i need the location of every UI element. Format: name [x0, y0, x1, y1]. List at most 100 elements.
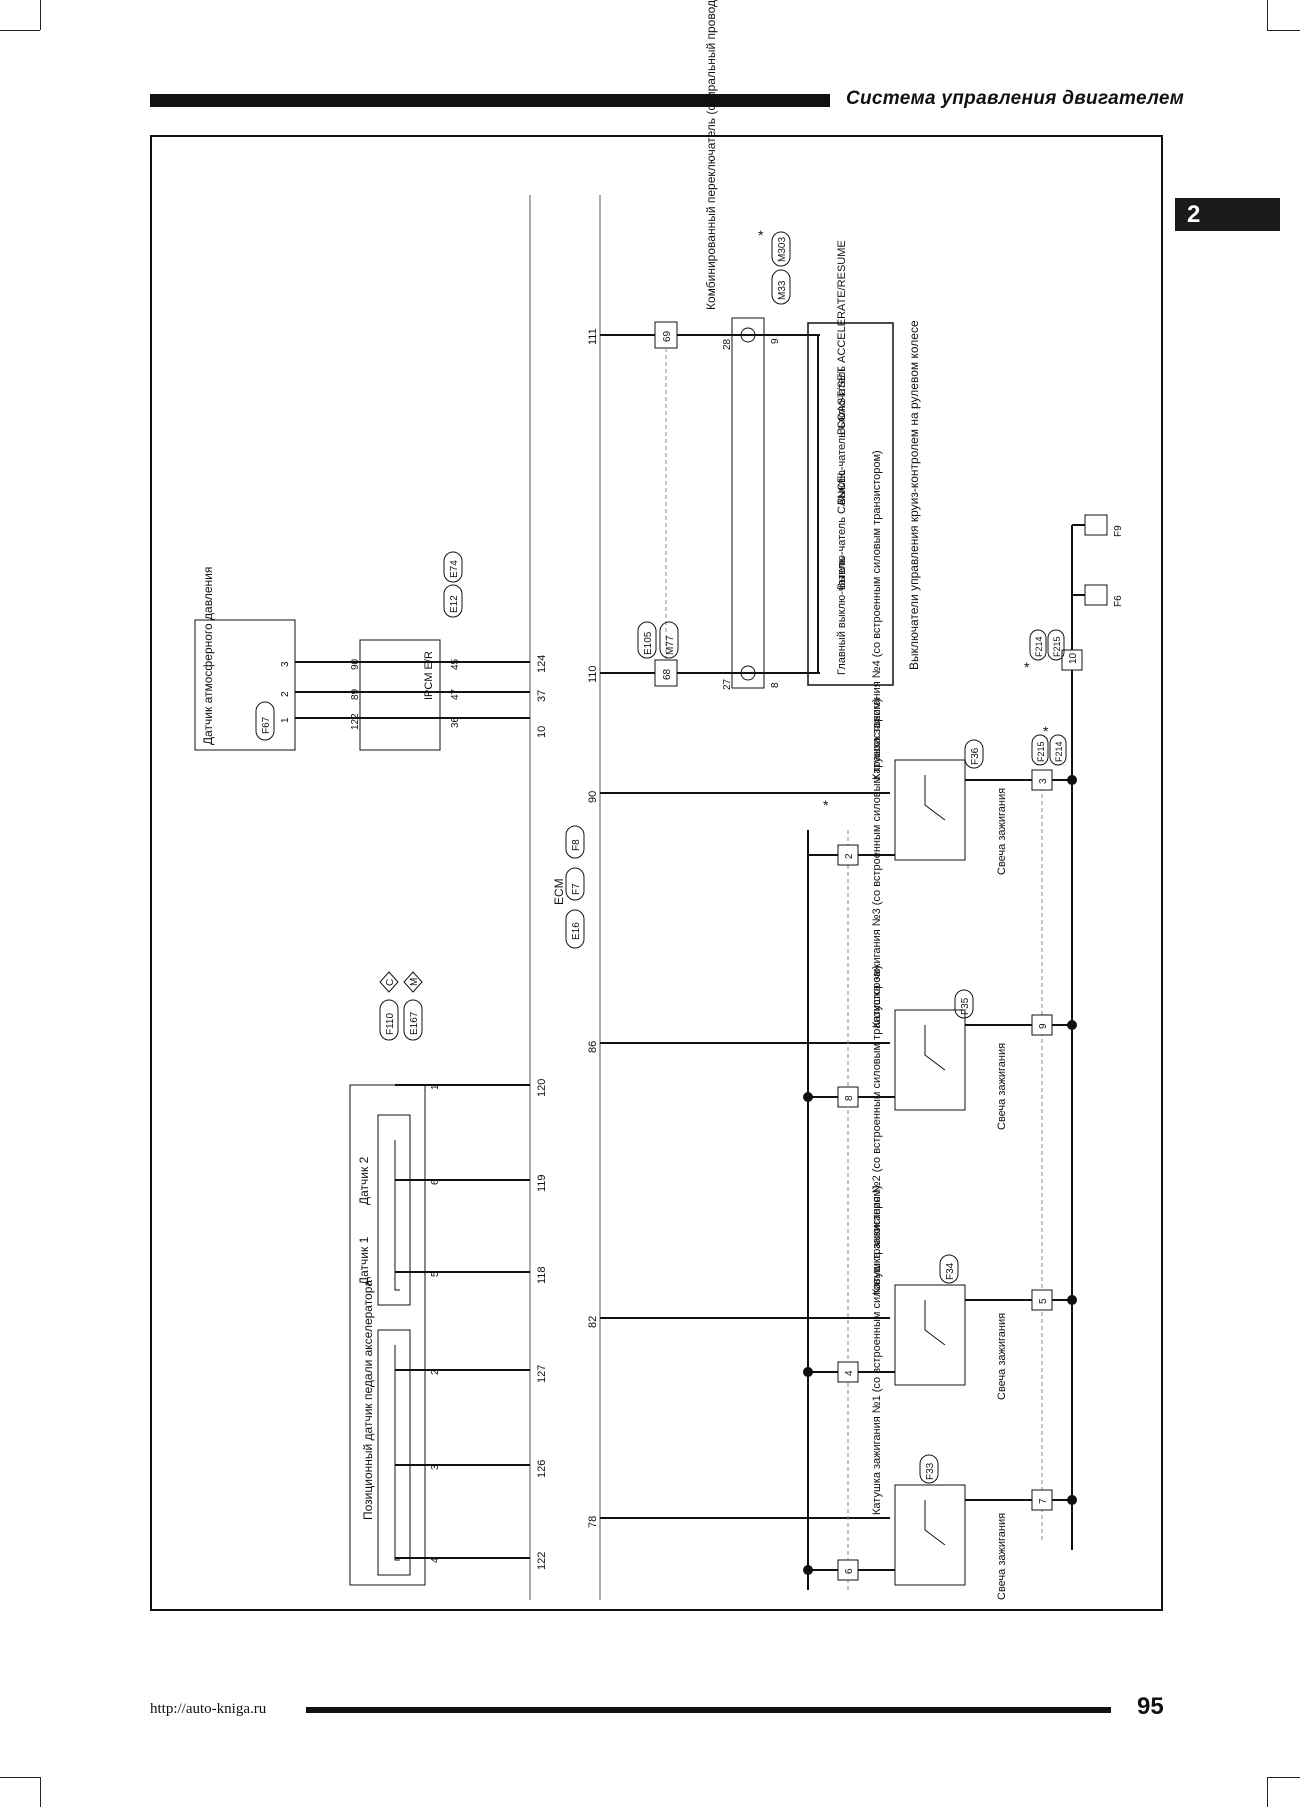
svg-text:3: 3 [430, 1464, 441, 1470]
svg-text:6: 6 [844, 1568, 855, 1574]
svg-text:F36: F36 [970, 747, 981, 765]
svg-text:*: * [758, 227, 764, 243]
svg-text:M303: M303 [777, 237, 788, 262]
baro-connector [255, 701, 275, 741]
svg-text:C: C [385, 979, 396, 986]
svg-text:6: 6 [430, 1179, 441, 1185]
sensor2-label: Датчик 2 [357, 1156, 371, 1205]
combo-switch-title: Комбинированный переключатель (спиральны… [704, 0, 718, 310]
svg-text:82: 82 [587, 1316, 599, 1328]
svg-text:10: 10 [1068, 652, 1079, 664]
svg-text:2: 2 [430, 1369, 441, 1375]
svg-text:2: 2 [844, 853, 855, 859]
svg-text:124: 124 [536, 655, 548, 673]
footer-rule [306, 1707, 1111, 1713]
svg-text:Датчик 2: Датчик 2 [357, 1156, 371, 1205]
svg-text:IPCM E/R: IPCM E/R [423, 651, 435, 700]
baro-sensor-title: Датчик атмосферного давления [201, 567, 215, 745]
combo-switch-connectors: M33 M303 * [758, 227, 791, 305]
svg-text:1: 1 [280, 717, 291, 723]
crop-mark [0, 30, 40, 31]
svg-text:*: * [1024, 659, 1030, 675]
svg-text:F110: F110 [385, 1013, 396, 1035]
cruise-switches-title: Выключатели управления круиз-контролем н… [907, 320, 921, 670]
svg-text:F9: F9 [1113, 525, 1124, 537]
spiral-cable-symbols [740, 327, 756, 681]
svg-text:45: 45 [450, 658, 461, 670]
sensor1-resistor [394, 1140, 400, 1291]
cruise-switch-items: Главный выклю-чатель Выклю-чатель CANCEL… [836, 240, 848, 675]
svg-text:Выклю-чатель CANCEL: Выклю-чатель CANCEL [836, 469, 848, 590]
svg-text:Выклю-чатель COAST/SET: Выклю-чатель COAST/SET [836, 366, 848, 505]
footer-url[interactable]: http://auto-kniga.ru [150, 1701, 267, 1717]
accel-sensor-box [349, 1084, 426, 1586]
svg-text:E167: E167 [409, 1011, 420, 1035]
accel-sensor-connectors: F110 E167 C M [379, 971, 423, 1041]
chapter-tab: 2 [1175, 198, 1280, 231]
accel-pin-labels: 4 3 2 5 6 1 [430, 1084, 441, 1563]
svg-text:Свеча зажигания: Свеча зажигания [996, 788, 1008, 875]
sensor1-box [377, 1114, 411, 1306]
svg-text:Датчик 1: Датчик 1 [357, 1236, 371, 1285]
svg-text:F6: F6 [1113, 595, 1124, 607]
svg-text:Катушка зажигания №2 (со встро: Катушка зажигания №2 (со встроенным сило… [871, 965, 883, 1295]
svg-text:F215: F215 [1052, 636, 1062, 657]
svg-text:118: 118 [536, 1266, 548, 1284]
baro-connector-label: F67 [261, 716, 272, 734]
crop-mark [1267, 1777, 1268, 1807]
svg-text:M33: M33 [777, 280, 788, 300]
svg-text:F34: F34 [945, 1262, 956, 1280]
svg-text:8: 8 [770, 682, 781, 688]
baro-pin-labels: 1 2 3 122 89 90 36 47 45 [280, 658, 461, 730]
svg-text:122: 122 [536, 1552, 548, 1570]
svg-text:126: 126 [536, 1460, 548, 1478]
svg-text:7: 7 [1038, 1498, 1049, 1504]
ground-symbols: F6 F9 [1071, 514, 1124, 607]
crop-mark [40, 1777, 41, 1807]
joint-connectors: 6 7 4 5 8 9 2 3 10 [837, 649, 1083, 1581]
ipdm-label: IPCM E/R [423, 651, 435, 700]
ipdm-connectors: E12 E74 [443, 551, 463, 618]
ecm-top-pin-labels: 122 126 127 118 119 120 10 37 124 [536, 655, 548, 1570]
cruise-switch-box [807, 322, 894, 686]
svg-text:4: 4 [844, 1370, 855, 1376]
page-number: 95 [1137, 1693, 1164, 1720]
svg-text:86: 86 [587, 1041, 599, 1053]
crop-mark [40, 0, 41, 30]
svg-text:F8: F8 [571, 839, 582, 851]
svg-text:F67: F67 [261, 716, 272, 734]
svg-text:F33: F33 [925, 1462, 936, 1480]
svg-text:110: 110 [587, 665, 599, 683]
svg-text:Комбинированный переключатель: Комбинированный переключатель (спиральны… [704, 0, 718, 310]
page-title: Система управления двигателем [846, 88, 1185, 109]
svg-text:37: 37 [536, 690, 548, 702]
svg-text:1: 1 [430, 1084, 441, 1090]
svg-text:27: 27 [722, 678, 733, 690]
svg-text:36: 36 [450, 716, 461, 728]
svg-text:8: 8 [844, 1095, 855, 1101]
svg-text:9: 9 [1038, 1023, 1049, 1029]
svg-text:68: 68 [662, 668, 673, 680]
joint-connector-labels: F215 F214 F214 F215 * * * [823, 629, 1067, 813]
svg-text:E12: E12 [449, 595, 460, 613]
svg-text:3: 3 [1038, 778, 1049, 784]
svg-text:127: 127 [536, 1365, 548, 1383]
svg-text:Катушка зажигания №3 (со встро: Катушка зажигания №3 (со встроенным сило… [871, 698, 883, 1028]
svg-text:F214: F214 [1054, 741, 1064, 762]
baro-wires [295, 661, 530, 719]
svg-text:*: * [823, 797, 829, 813]
svg-text:Датчик атмосферного давления: Датчик атмосферного давления [201, 567, 215, 745]
svg-text:89: 89 [350, 688, 361, 700]
svg-text:9: 9 [770, 338, 781, 344]
svg-text:47: 47 [450, 688, 461, 700]
crop-mark [1267, 0, 1268, 30]
accel-wires [395, 1084, 530, 1559]
svg-text:4: 4 [430, 1557, 441, 1563]
crop-mark [1267, 1777, 1300, 1778]
svg-text:Свеча зажигания: Свеча зажигания [996, 1313, 1008, 1400]
svg-text:Позиционный датчик педали аксе: Позиционный датчик педали акселератора [361, 1280, 375, 1520]
sensor1-label: Датчик 1 [357, 1236, 371, 1285]
svg-text:E16: E16 [571, 922, 582, 940]
svg-text:5: 5 [1038, 1298, 1049, 1304]
svg-text:3: 3 [280, 661, 291, 667]
